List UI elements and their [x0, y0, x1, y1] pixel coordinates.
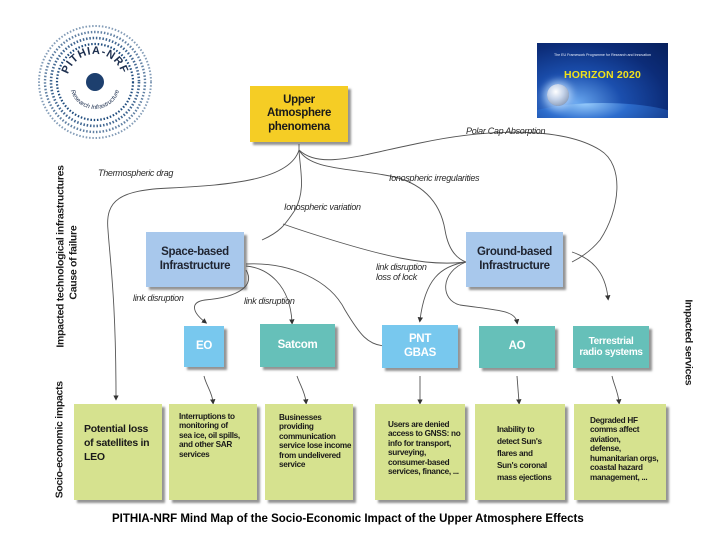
impact-pnt-line: services, finance, ... — [388, 467, 459, 477]
impact-ao-sun-detection[interactable]: Inability to detect Sun's flares and Sun… — [475, 404, 565, 500]
edge-root-space — [261, 149, 302, 241]
node-service-ao[interactable]: AO — [479, 326, 555, 368]
impact-terrestrial-hf-comms[interactable]: Degraded HF comms affect aviation, defen… — [574, 404, 666, 500]
impact-eo-line: and other SAR — [179, 440, 232, 450]
impact-pnt-line: Users are denied — [388, 420, 450, 429]
horizon-2020-logo: The EU Framework Programme for Research … — [537, 43, 668, 118]
impact-pnt-line: access to GNSS: no — [388, 429, 461, 439]
impact-satcom-line: service — [279, 460, 306, 470]
axis-label-socio-economic: Socio-economic impacts — [53, 381, 66, 499]
impact-leo-line: of satellites in — [84, 437, 150, 450]
impact-terrestrial-line: Degraded HF — [590, 416, 638, 425]
service-terrestrial-line1: Terrestrial — [588, 335, 634, 347]
impact-pnt-line: info for transport, — [388, 438, 451, 448]
impact-ao-line: Sun's coronal — [497, 460, 547, 470]
impact-eo-line: Interruptions to — [179, 412, 235, 421]
axis-infra-line1: Impacted technological infrastructures — [54, 165, 67, 348]
impact-eo-line: sea ice, oil spills, — [179, 430, 240, 440]
impact-terrestrial-line: defense, — [590, 444, 621, 454]
service-ao-label: AO — [508, 340, 526, 353]
horizon-glow — [537, 103, 668, 118]
node-ground-line2: Infrastructure — [479, 259, 550, 272]
node-root-line1: Upper Atmosphere — [266, 94, 332, 120]
impact-satcom-line: from undelivered — [279, 450, 341, 460]
label-thermospheric-drag: Thermospheric drag — [98, 168, 174, 178]
impact-ao-line: Inability to — [497, 425, 535, 434]
globe-icon — [547, 84, 569, 106]
service-pnt-line1: PNT — [408, 333, 432, 346]
edge-space-satcom — [245, 265, 295, 325]
impact-eo-line: services — [179, 449, 210, 459]
edge-ground-pnt — [417, 261, 467, 323]
node-ground-line1: Ground-based — [477, 246, 552, 259]
impact-terrestrial-line: aviation, — [590, 434, 621, 444]
node-ground-based-infrastructure[interactable]: Ground-based Infrastructure — [466, 232, 563, 287]
impact-ao-line: detect Sun's — [497, 436, 542, 446]
impact-terrestrial-line: comms affect — [590, 425, 640, 435]
edge-thermospheric-drag — [107, 149, 300, 401]
edge-eo-impact — [203, 375, 216, 405]
label-pnt-line2: loss of lock — [376, 271, 417, 282]
impact-satcom-line: service lose income — [279, 441, 352, 451]
impact-eo-line: monitoring of — [179, 421, 228, 431]
edge-space-eo — [194, 269, 249, 324]
node-service-eo[interactable]: EO — [184, 326, 224, 367]
label-ionospheric-irregularities: Ionospheric irregularities — [389, 173, 480, 183]
label-polar-cap-absorption: Polar Cap Absorption — [466, 126, 546, 136]
impact-leo-satellites[interactable]: Potential loss of satellites in LEO — [74, 404, 162, 500]
impact-satcom-businesses[interactable]: Businesses providing communication servi… — [265, 404, 353, 500]
impact-pnt-line: surveying, — [388, 448, 426, 458]
impact-satcom-line: communication — [279, 431, 336, 441]
impact-terrestrial-line: humanitarian orgs, — [590, 453, 659, 463]
impact-eo-monitoring[interactable]: Interruptions to monitoring of sea ice, … — [169, 404, 257, 500]
edge-space-pnt — [245, 263, 386, 347]
service-satcom-label: Satcom — [277, 338, 318, 351]
edge-satcom-impact — [296, 375, 309, 405]
impact-ao-line: mass ejections — [497, 472, 552, 482]
service-terrestrial-line2: radio systems — [579, 347, 643, 358]
impact-ao-line: flares and — [497, 448, 533, 458]
edge-ao-impact — [516, 375, 522, 405]
h2020-subtitle: The EU Framework Programme for Research … — [553, 53, 652, 57]
impact-satcom-line: providing — [279, 422, 314, 432]
node-space-line2: Infrastructure — [159, 259, 231, 272]
impact-terrestrial-line: coastal hazard — [590, 463, 643, 473]
edge-ionospheric-irregularities — [298, 149, 467, 263]
node-service-satcom[interactable]: Satcom — [260, 324, 335, 367]
impact-pnt-gnss-denied[interactable]: Users are denied access to GNSS: no info… — [375, 404, 465, 500]
label-link-disruption-satcom: link disruption — [244, 296, 295, 306]
label-link-disruption-pnt: link disruption loss of lock — [376, 262, 427, 283]
label-ionospheric-variation: Ionospheric variation — [284, 202, 361, 212]
service-pnt-line2: GBAS — [403, 346, 437, 359]
impact-pnt-line: consumer-based — [388, 457, 450, 467]
edge-ground-ao — [445, 261, 520, 325]
edge-ionospheric-variation — [282, 223, 467, 264]
axis-label-infrastructures: Impacted technological infrastructures C… — [54, 165, 79, 348]
axis-label-impacted-services: Impacted services — [682, 299, 695, 386]
label-link-disruption-eo: link disruption — [133, 293, 184, 303]
service-eo-label: EO — [195, 339, 212, 352]
figure-caption: PITHIA-NRF Mind Map of the Socio-Economi… — [112, 513, 584, 525]
axis-infra-line2: Cause of failure — [67, 225, 79, 300]
node-root-line2: phenomena — [268, 120, 330, 133]
node-space-line1: Space-based — [161, 246, 229, 259]
h2020-title: HORIZON 2020 — [563, 69, 642, 81]
node-space-based-infrastructure[interactable]: Space-based Infrastructure — [146, 232, 244, 287]
edge-ground-terrestrial — [571, 251, 611, 301]
impact-leo-line: Potential loss — [84, 423, 149, 435]
node-upper-atmosphere[interactable]: Upper Atmosphere phenomena — [250, 86, 348, 142]
impact-terrestrial-line: management, ... — [590, 472, 648, 482]
label-pnt-line1: link disruption — [376, 262, 427, 272]
impact-satcom-line: Businesses — [279, 413, 322, 422]
pithia-nrf-logo: PITHIA-NRF Research Infrastructure — [20, 20, 160, 145]
node-service-pnt-gbas[interactable]: PNT GBAS — [382, 325, 458, 368]
edge-terrestrial-impact — [611, 375, 622, 405]
node-service-terrestrial-radio[interactable]: Terrestrial radio systems — [573, 326, 649, 368]
impact-leo-line: LEO — [84, 451, 105, 464]
edge-polar-cap-absorption — [298, 131, 618, 263]
